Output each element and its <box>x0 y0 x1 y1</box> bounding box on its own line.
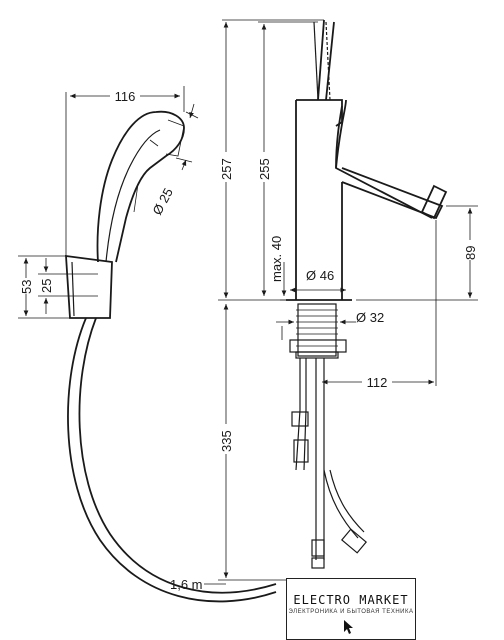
dim-335: 335 <box>219 430 234 452</box>
watermark-subtitle: ЭЛЕКТРОНИКА И БЫТОВАЯ ТЕХНИКА <box>288 609 414 615</box>
dim-max-40: max. 40 <box>269 236 284 282</box>
dim-255: 255 <box>257 158 272 180</box>
hand-shower <box>65 110 185 319</box>
hose-length-label: 1,6 m <box>170 577 203 592</box>
dim-257: 257 <box>219 158 234 180</box>
dim-dia-32: Ø 32 <box>356 310 384 325</box>
cursor-arrow-icon <box>344 620 353 634</box>
shower-hose <box>67 317 277 603</box>
dim-112: 112 <box>367 375 388 390</box>
faucet <box>286 19 448 569</box>
dim-89: 89 <box>463 246 478 260</box>
watermark-name: ELECTRO MARKET <box>293 593 409 607</box>
dim-dia-25: Ø 25 <box>149 185 175 217</box>
dim-25: 25 <box>39 279 54 293</box>
watermark-box: ELECTRO MARKET ЭЛЕКТРОНИКА И БЫТОВАЯ ТЕХ… <box>286 578 416 640</box>
dim-116: 116 <box>115 89 136 104</box>
dim-53: 53 <box>19 280 34 294</box>
dim-dia-46: Ø 46 <box>306 268 334 283</box>
